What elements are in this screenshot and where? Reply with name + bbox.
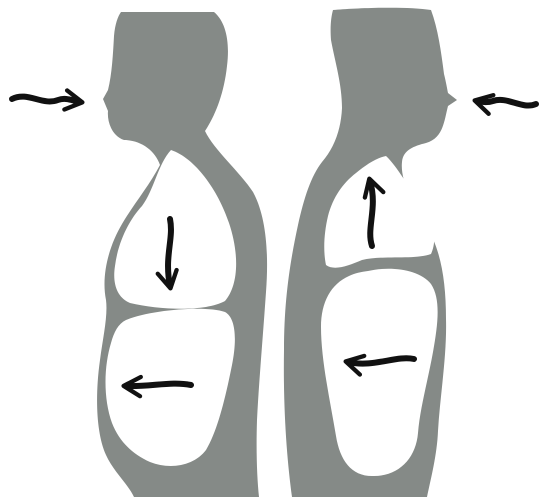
left-down-arrow-icon [168, 219, 171, 286]
left-figure [12, 12, 267, 497]
right-figure [284, 8, 536, 497]
right-up-arrow-icon [370, 181, 373, 246]
left-inhale-arrow-icon [12, 97, 80, 102]
left-lower-left-arrow-icon [126, 384, 191, 387]
right-exhale-arrow-icon [477, 100, 536, 106]
